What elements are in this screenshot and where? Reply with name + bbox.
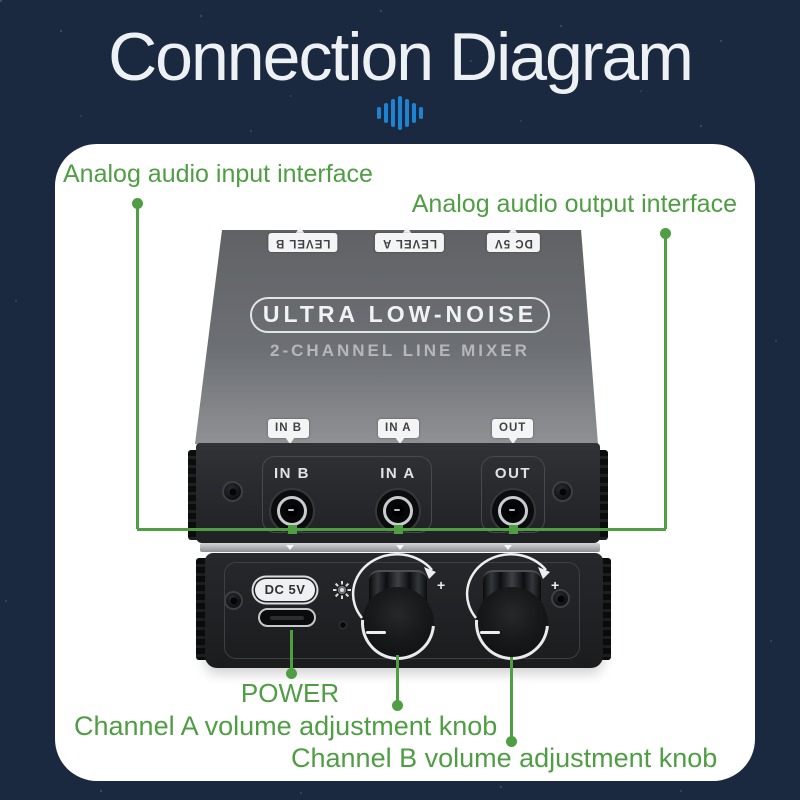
plus-icon: + (437, 577, 445, 593)
strip-mark (286, 545, 294, 550)
leader-line-channel-a (395, 655, 399, 705)
leader-dot-channel-a (391, 699, 403, 711)
screw (222, 481, 243, 502)
tag-pointer (508, 437, 518, 444)
label-power: POWER (240, 678, 340, 708)
leader-dot-power (285, 667, 297, 679)
port-tag-in-a: IN A (378, 419, 419, 438)
input-group-outline (262, 456, 432, 533)
screw (224, 591, 243, 610)
strip-mark (504, 545, 512, 550)
tag-pointer (285, 437, 295, 444)
knob-a (362, 587, 434, 659)
port-label-in-b: IN B (274, 465, 310, 482)
tag-pointer (402, 227, 412, 234)
plus-icon: + (551, 577, 559, 593)
label-channel-a: Channel A volume adjustment knob (74, 711, 498, 741)
knob-b-pointer (480, 631, 500, 634)
led-indicator (339, 621, 347, 629)
screw (551, 589, 570, 608)
background-speckles (0, 0, 2, 2)
top-tag-level-b: LEVEL B (268, 233, 338, 252)
port-label-out: OUT (494, 465, 532, 482)
tag-pointer (395, 437, 405, 444)
tag-pointer (508, 227, 518, 234)
port-label-in-a: IN A (380, 465, 416, 482)
tag-pointer (295, 227, 305, 234)
page-title: Connection Diagram (108, 19, 694, 95)
strip-mark (396, 545, 404, 550)
usb-c-port (258, 608, 316, 627)
top-tag-level-a: LEVEL A (375, 233, 444, 252)
brand-subtitle: 2-CHANNEL LINE MIXER (270, 341, 530, 360)
jack-in-b (269, 488, 315, 534)
label-channel-b: Channel B volume adjustment knob (291, 743, 718, 773)
knob-a-pointer (366, 631, 386, 634)
leader-line-power (289, 630, 293, 673)
leader-line-channel-b (509, 657, 513, 741)
port-marker-out (508, 524, 518, 534)
dc5v-badge: DC 5V (255, 579, 315, 601)
knob-b (476, 587, 548, 659)
leader-dot-channel-b (505, 735, 517, 747)
port-marker-in-a (393, 524, 403, 534)
top-tag-dc5v: DC 5V (487, 233, 540, 252)
leader-line-output (663, 233, 667, 529)
port-tag-in-b: IN B (268, 419, 309, 438)
leader-line-input (135, 203, 139, 529)
label-analog-input: Analog audio input interface (63, 160, 373, 188)
audio-waveform-icon (377, 96, 423, 130)
label-analog-output: Analog audio output interface (411, 190, 737, 218)
screw (552, 481, 573, 502)
port-tag-out: OUT (492, 419, 534, 438)
port-marker-in-b (287, 524, 297, 534)
brand-badge: ULTRA LOW-NOISE (250, 297, 550, 333)
brightness-icon (333, 581, 351, 599)
rotate-clockwise-icons: + + (351, 553, 559, 619)
device-top-face (195, 230, 598, 444)
